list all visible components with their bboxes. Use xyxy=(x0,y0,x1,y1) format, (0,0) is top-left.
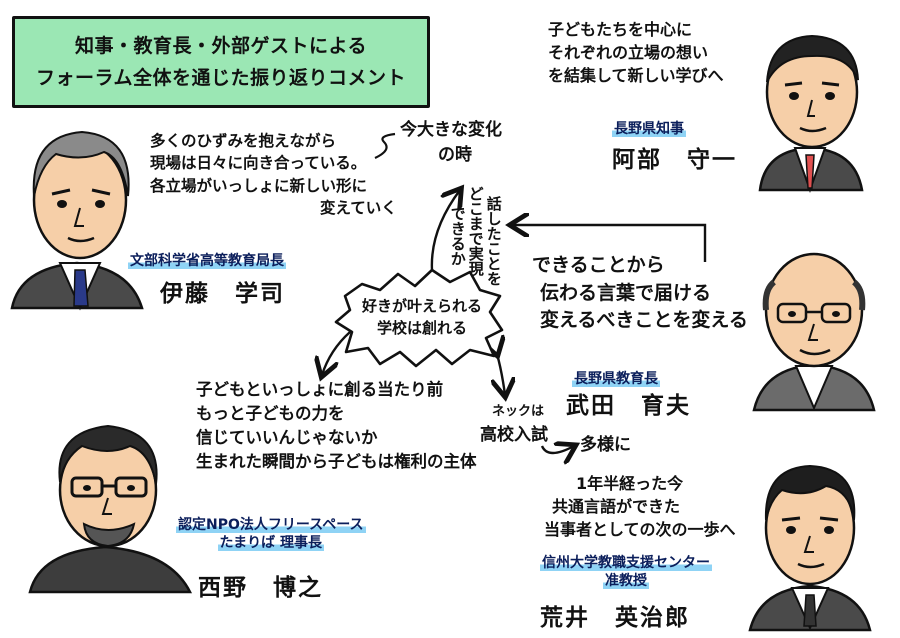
change-text: 今大きな変化 の時 xyxy=(400,118,502,167)
nishino-portrait-icon xyxy=(28,424,193,594)
arai-quote-line-2: 共通言語ができた xyxy=(552,497,681,517)
ito-name: 伊藤 学司 xyxy=(160,281,285,307)
arai-quote-line-1: 1年半経った今 xyxy=(576,474,684,493)
takeda-quote-line-1: できることから xyxy=(532,254,665,276)
arai-quote-line-3: 当事者としての次の一歩へ xyxy=(544,520,736,540)
arai-role-line-2: 准教授 xyxy=(603,573,649,589)
bubble-line-2: 学校は創れる xyxy=(377,318,468,337)
takeda-quote-line-3: 変えるべきことを変える xyxy=(540,309,748,332)
abe-role: 長野県知事 xyxy=(612,121,686,137)
ito-portrait-icon xyxy=(10,130,144,311)
abe-quote: 子どもたちを中心に それぞれの立場の想い を結集して新しい学びへ xyxy=(548,18,724,88)
change-line-2: の時 xyxy=(438,144,472,165)
nishino-role-line-1: 認定NPO法人フリースペース xyxy=(176,517,366,533)
nishino-role: 認定NPO法人フリースペース たまりば 理事長 xyxy=(176,516,366,552)
takeda-role: 長野県教育長 xyxy=(572,371,660,387)
ito-quote-line-4: 変えていく xyxy=(320,199,397,218)
arrow-to-nishino xyxy=(322,331,351,375)
abe-quote-line-2: それぞれの立場の想い xyxy=(548,43,709,63)
arrow-to-diverse xyxy=(540,446,574,453)
ito-quote-line-2: 現場は日々に向き合っている。 xyxy=(150,154,367,173)
takeda-quote-line-2: 伝わる言葉で届ける xyxy=(540,281,712,304)
nishino-quote-line-4: 生まれた瞬間から子どもは権利の主体 xyxy=(196,451,477,471)
title-box: 知事・教育長・外部ゲストによる フォーラム全体を通じた振り返りコメント xyxy=(12,16,430,108)
vertical-col-2: どこまで実現 xyxy=(466,186,485,276)
arai-role-line-1: 信州大学教職支援センター xyxy=(540,555,712,571)
ito-role: 文部科学省高等教育局長 xyxy=(128,253,286,269)
nishino-quote-line-2: もっと子どもの力を xyxy=(196,403,345,423)
takeda-portrait-icon xyxy=(752,252,876,412)
arai-quote: 1年半経った今 共通言語ができた 当事者としての次の一歩へ xyxy=(544,472,736,542)
vertical-col-3: できるか xyxy=(448,206,467,266)
neck-line-2: 高校入試 xyxy=(480,425,548,445)
arai-name: 荒井 英治郎 xyxy=(540,605,690,631)
nishino-name: 西野 博之 xyxy=(198,575,323,601)
center-bubble xyxy=(334,268,504,368)
ito-quote: 多くのひずみを抱えながら 現場は日々に向き合っている。 各立場がいっしょに新しい… xyxy=(150,130,397,220)
title-line-2: フォーラム全体を通じた振り返りコメント xyxy=(36,67,406,89)
change-hook xyxy=(374,132,396,159)
arrow-takeda-to-vertical xyxy=(512,225,707,262)
diverse-text: 多様に xyxy=(580,435,631,455)
arai-portrait-icon xyxy=(748,464,872,632)
abe-name: 阿部 守一 xyxy=(612,147,737,173)
takeda-quote: できることから 伝わる言葉で届ける 変えるべきことを変える xyxy=(532,252,748,335)
abe-quote-line-1: 子どもたちを中心に xyxy=(548,20,693,39)
arrow-to-neck xyxy=(497,354,505,395)
nishino-role-line-2: たまりば 理事長 xyxy=(217,535,324,551)
bubble-line-1: 好きが叶えられる xyxy=(362,297,483,315)
neck-line-1: ネックは xyxy=(492,404,545,419)
abe-quote-line-3: を結集して新しい学びへ xyxy=(548,66,724,86)
center-bubble-text: 好きが叶えられる 学校は創れる xyxy=(362,296,482,340)
nishino-quote-line-1: 子どもといっしょに創る当たり前 xyxy=(196,380,444,399)
ito-quote-line-1: 多くのひずみを抱えながら xyxy=(150,132,337,150)
nishino-quote-line-3: 信じていいんじゃないか xyxy=(196,427,378,447)
nishino-quote: 子どもといっしょに創る当たり前 もっと子どもの力を 信じていいんじゃないか 生ま… xyxy=(196,378,477,474)
change-line-1: 今大きな変化 xyxy=(400,120,502,140)
abe-portrait-icon xyxy=(758,34,864,193)
vertical-col-1: 話したことを xyxy=(484,196,503,286)
arai-role: 信州大学教職支援センター 准教授 xyxy=(540,554,712,590)
takeda-name: 武田 育夫 xyxy=(566,393,691,419)
title-line-1: 知事・教育長・外部ゲストによる xyxy=(75,35,367,57)
ito-quote-line-3: 各立場がいっしょに新しい形に xyxy=(150,176,368,195)
arrow-to-change xyxy=(430,190,460,271)
